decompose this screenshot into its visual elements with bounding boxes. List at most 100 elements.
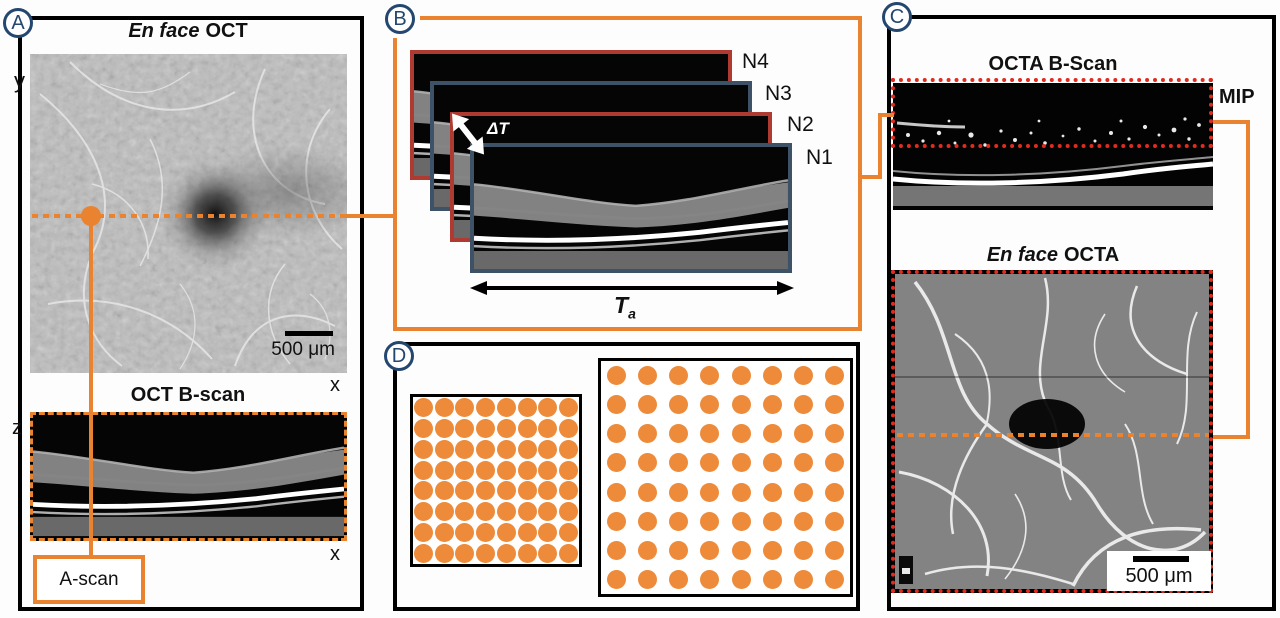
- dense-dot-grid: [410, 394, 582, 567]
- sampling-dot: [824, 569, 844, 589]
- sampling-dot: [559, 544, 579, 564]
- panel-a-letter: A: [11, 12, 25, 34]
- sampling-dot: [731, 395, 751, 415]
- sampling-dot: [413, 439, 433, 459]
- sampling-dot: [476, 439, 496, 459]
- enface-oct-title-italic: En face: [128, 20, 200, 42]
- sampling-dot: [669, 395, 689, 415]
- sampling-dot: [638, 395, 658, 415]
- sampling-dot: [607, 366, 627, 386]
- sampling-dot: [700, 366, 720, 386]
- mip-connector-top: [1213, 120, 1250, 124]
- sampling-dot: [669, 540, 689, 560]
- sampling-dot: [538, 481, 558, 501]
- sampling-dot: [607, 395, 627, 415]
- sampling-dot: [731, 569, 751, 589]
- sampling-dot: [669, 511, 689, 531]
- sampling-dot: [434, 418, 454, 438]
- a-to-b-connector: [342, 214, 393, 218]
- panel-c-border: [887, 15, 1276, 611]
- sampling-dot: [824, 395, 844, 415]
- sampling-dot: [793, 540, 813, 560]
- sampling-dot: [607, 482, 627, 502]
- a-scan-label-box: A-scan: [33, 555, 145, 604]
- sampling-dot: [538, 439, 558, 459]
- sampling-dot: [476, 481, 496, 501]
- sampling-dot: [496, 481, 516, 501]
- mip-connector-bottom: [1213, 435, 1250, 439]
- sampling-dot: [434, 502, 454, 522]
- sampling-dot: [538, 523, 558, 543]
- sampling-dot: [638, 540, 658, 560]
- sampling-dot: [669, 366, 689, 386]
- panel-b-letter: B: [393, 8, 407, 30]
- selected-octa-line: [897, 433, 1209, 437]
- panel-b-frame-bottom: [393, 327, 862, 331]
- ta-subscript: a: [628, 305, 636, 322]
- mip-region-box: [891, 78, 1213, 148]
- a-scan-label: A-scan: [59, 568, 119, 590]
- sampling-dot: [793, 395, 813, 415]
- sampling-dot: [476, 544, 496, 564]
- enface-octa-title-italic: En face: [986, 244, 1058, 266]
- sampling-dot: [538, 502, 558, 522]
- delta-t-arrow-icon: [451, 113, 485, 155]
- delta-t-label: ΔT: [487, 119, 509, 138]
- sampling-dot: [559, 439, 579, 459]
- sampling-dot: [517, 544, 537, 564]
- sampling-dot: [731, 540, 751, 560]
- sampling-dot: [455, 544, 475, 564]
- selected-bscan-line: [32, 214, 342, 218]
- panel-c-label: C: [882, 2, 912, 32]
- sampling-dot: [762, 366, 782, 386]
- panel-d-border: [393, 342, 860, 611]
- sampling-dot: [607, 453, 627, 473]
- sampling-dot: [607, 511, 627, 531]
- scalebar-a-text: 500 μm: [271, 339, 335, 360]
- panel-a-border: [18, 16, 364, 611]
- sampling-dot: [538, 397, 558, 417]
- sampling-dot: [434, 523, 454, 543]
- sampling-dot: [638, 424, 658, 444]
- frame-label-n4: N4: [742, 50, 769, 73]
- mip-label: MIP: [1219, 86, 1255, 108]
- sampling-dot: [638, 482, 658, 502]
- sampling-dot: [455, 502, 475, 522]
- sampling-dot: [731, 482, 751, 502]
- axis-y-label: y: [14, 68, 25, 93]
- sampling-dot: [434, 481, 454, 501]
- panel-d-label: D: [384, 341, 414, 371]
- panel-b-frame-top: [420, 16, 862, 20]
- sampling-dot: [455, 523, 475, 543]
- sampling-dot: [476, 397, 496, 417]
- b-to-c-connector-v: [878, 113, 882, 179]
- sampling-dot: [434, 544, 454, 564]
- sampling-dot: [476, 460, 496, 480]
- sampling-dot: [455, 397, 475, 417]
- sampling-dot: [793, 366, 813, 386]
- a-scan-vertical-line: [89, 216, 93, 557]
- watermark-icon: [899, 556, 913, 584]
- sampling-dot: [496, 439, 516, 459]
- sampling-dot: [824, 424, 844, 444]
- sampling-dot: [538, 544, 558, 564]
- sampling-dot: [413, 460, 433, 480]
- acquisition-time-arrow-icon: [470, 281, 794, 295]
- sampling-dot: [434, 439, 454, 459]
- sampling-dot: [455, 460, 475, 480]
- sampling-dot: [824, 482, 844, 502]
- frame-label-n2: N2: [787, 113, 814, 136]
- sampling-dot: [496, 523, 516, 543]
- sampling-dot: [731, 453, 751, 473]
- sampling-dot: [413, 502, 433, 522]
- octa-bscan-title: OCTA B-Scan: [988, 53, 1118, 75]
- b-to-c-connector-h2: [882, 113, 894, 117]
- sampling-dot: [700, 453, 720, 473]
- ta-symbol: T: [614, 292, 629, 318]
- sampling-dot: [559, 523, 579, 543]
- sampling-dot: [793, 569, 813, 589]
- sampling-dot: [517, 439, 537, 459]
- sampling-dot: [824, 540, 844, 560]
- sampling-dot: [700, 511, 720, 531]
